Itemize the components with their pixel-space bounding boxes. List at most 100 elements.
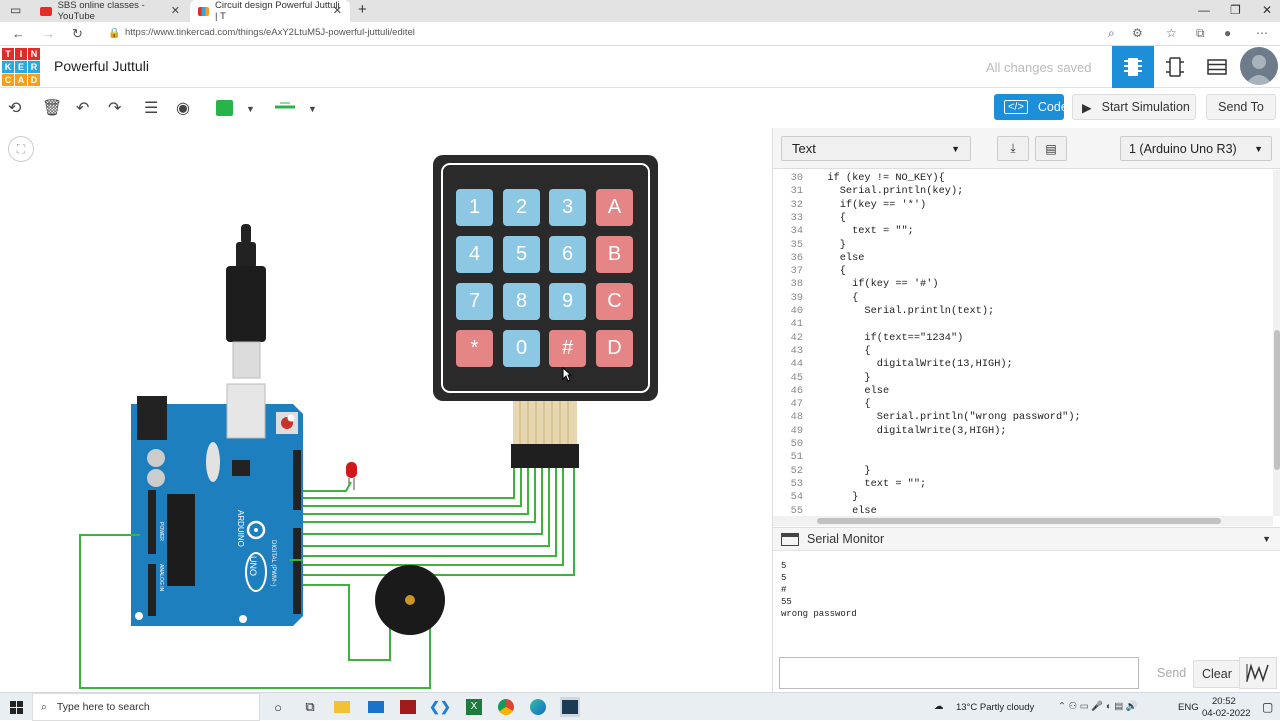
clock-time[interactable]: 20:52 [1212,696,1236,707]
arduino-analog-label: ANALOG IN [158,564,164,592]
board-select-value: 1 (Arduino Uno R3) [1129,141,1237,156]
send-to-button[interactable]: Send To [1206,94,1276,120]
vscode-icon[interactable]: ❮❯ [429,699,451,714]
rotate-icon[interactable]: ⟲ [8,100,22,117]
circuit-canvas[interactable]: ⛶ [0,128,772,692]
extension-icon[interactable]: ⚙ [1132,26,1143,40]
zoom-icon[interactable]: ⌕ [1108,26,1115,40]
refresh-icon[interactable]: ↻ [72,26,83,41]
zoom-to-fit-button[interactable]: ⛶ [8,136,34,162]
mail-icon[interactable] [366,697,386,717]
forward-icon[interactable]: → [42,26,55,41]
wire-type-icon[interactable] [274,100,296,114]
keypad-key[interactable]: C [596,283,633,320]
keypad-key[interactable]: # [549,330,586,367]
keypad-key[interactable]: B [596,236,633,273]
wire-dropdown-icon[interactable]: ▼ [308,104,317,114]
excel-icon[interactable]: X [464,697,484,717]
keypad-key[interactable]: D [596,330,633,367]
keypad-key[interactable]: 5 [503,236,540,273]
collections-icon[interactable]: ⧉ [1196,26,1205,40]
serial-output-line: 55 [781,597,792,607]
minimize-icon[interactable]: — [1198,3,1210,17]
serial-monitor-header[interactable]: Serial Monitor ▼ [773,527,1280,551]
keypad-key[interactable]: A [596,189,633,226]
serial-input[interactable] [779,657,1139,689]
close-tab-icon[interactable]: ✕ [332,5,342,17]
system-tray-icons[interactable]: ⌃ ⚇ ▭ 🎤 ◐ ▤ 🔊 [1058,701,1138,712]
serial-send-button[interactable]: Send [1157,666,1187,680]
cortana-icon[interactable]: ○ [274,699,282,715]
url-field[interactable]: https://www.tinkercad.com/things/eAxY2Lt… [125,27,415,38]
serial-graph-button[interactable] [1239,657,1277,689]
delete-icon[interactable]: 🗑 [42,100,63,117]
tinkercad-logo[interactable]: T I N K E R C A D [2,48,40,86]
undo-icon[interactable]: ↶ [76,100,90,117]
scrollbar-thumb[interactable] [817,518,1221,524]
keypad-key[interactable]: 3 [549,189,586,226]
download-code-button[interactable]: ⤓ [997,136,1029,161]
weather-status[interactable]: 13°C Partly cloudy [956,702,1035,713]
app-icon-red[interactable] [398,697,418,717]
code-line: 44 digitalWrite(13,HIGH); [790,358,1013,371]
close-window-icon[interactable]: ✕ [1262,3,1273,17]
lock-icon[interactable]: 🔒 [108,28,121,39]
keypad-key[interactable]: * [456,330,493,367]
chevron-down-icon[interactable]: ▼ [1262,534,1271,544]
keypad-key[interactable]: 9 [549,283,586,320]
keypad-key[interactable]: 8 [503,283,540,320]
notes-icon[interactable]: ☰ [144,100,159,117]
keypad-key[interactable]: 4 [456,236,493,273]
edge-icon[interactable] [528,697,548,717]
code-horizontal-scrollbar[interactable] [773,516,1273,526]
libraries-button[interactable]: ▤ [1035,136,1067,161]
schematic-view-icon [1166,57,1184,77]
taskbar-search-box[interactable]: ⌕ Type here to search [32,693,260,721]
browser-tab-tinkercad[interactable]: Circuit design Powerful Juttuli | T ✕ [190,0,350,22]
scrollbar-thumb[interactable] [1274,330,1280,470]
component-list-button[interactable] [1196,46,1238,88]
restore-icon[interactable]: ❐ [1230,3,1241,17]
chrome-icon[interactable] [496,697,516,717]
keypad-key[interactable]: 6 [549,236,586,273]
code-editor[interactable]: 30 if (key != NO_KEY){ 31 Serial.println… [773,170,1273,516]
profile-icon[interactable]: ● [1224,26,1232,40]
arduino-ide-icon[interactable] [560,697,580,717]
back-icon[interactable]: ← [12,26,25,41]
logo-letter: N [28,48,40,60]
code-button[interactable]: </> Code [994,94,1068,120]
board-select[interactable]: 1 (Arduino Uno R3) ▼ [1120,136,1272,161]
weather-icon[interactable]: ☁ [934,701,944,712]
close-tab-icon[interactable]: ✕ [170,5,180,17]
new-tab-button[interactable]: + [358,1,367,18]
visibility-icon[interactable]: ◉ [176,100,190,117]
start-simulation-button[interactable]: ▶ Start Simulation [1072,94,1196,120]
code-mode-select[interactable]: Text ▼ [781,136,971,161]
color-dropdown-icon[interactable]: ▼ [246,104,255,114]
circuit-view-button[interactable] [1112,46,1154,88]
tab-actions-icon[interactable]: ▭ [10,3,22,17]
clock-date[interactable]: 04-02-2022 [1202,708,1251,719]
wire-color-swatch[interactable] [216,100,233,116]
schematic-view-button[interactable] [1154,46,1196,88]
code-vertical-scrollbar[interactable] [1273,170,1280,516]
keypad-key[interactable]: 7 [456,283,493,320]
favorites-icon[interactable]: ☆ [1166,26,1177,40]
language-indicator[interactable]: ENG [1178,702,1199,713]
code-icon: </> [1004,100,1028,114]
keypad-key[interactable]: 1 [456,189,493,226]
file-explorer-icon[interactable] [332,697,352,717]
code-line: 54 } [790,491,859,504]
keypad-key[interactable]: 0 [503,330,540,367]
keypad-key[interactable]: 2 [503,189,540,226]
circuit-view-icon [1124,58,1142,76]
avatar[interactable] [1240,47,1278,85]
browser-tab-youtube[interactable]: SBS online classes - YouTube ✕ [32,0,188,22]
serial-clear-button[interactable]: Clear [1193,660,1241,688]
windows-start-icon[interactable] [6,697,26,717]
redo-icon[interactable]: ↷ [108,100,122,117]
notification-icon[interactable]: ▢ [1262,700,1274,714]
project-title[interactable]: Powerful Juttuli [54,58,149,74]
more-icon[interactable]: ⋯ [1256,26,1268,40]
task-view-icon[interactable]: ⧉ [305,699,315,714]
